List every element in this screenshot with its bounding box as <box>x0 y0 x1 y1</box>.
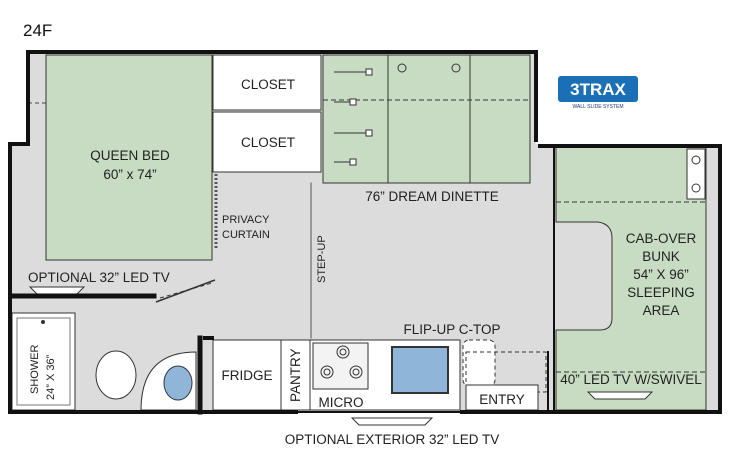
closet-bottom-label: CLOSET <box>241 135 295 150</box>
pantry-label: PANTRY <box>288 348 303 402</box>
labels: CLOSET CLOSET QUEEN BED 60” x 74” 76” DR… <box>28 77 702 447</box>
bunk-light-icon <box>691 155 701 165</box>
step-up-label: STEP-UP <box>316 235 328 283</box>
exterior-tv-label: OPTIONAL EXTERIOR 32” LED TV <box>285 432 500 447</box>
bunk-label-5: AREA <box>643 303 680 318</box>
privacy-curtain <box>155 174 218 303</box>
bathroom <box>11 312 197 411</box>
model-label: 24F <box>23 21 52 40</box>
closet-bottom <box>212 111 322 173</box>
sink-bowl <box>163 365 193 401</box>
shower <box>11 312 76 411</box>
galley <box>212 339 547 411</box>
queen-bed-size-label: 60” x 74” <box>103 167 156 182</box>
seatbelt-icons <box>334 68 373 166</box>
logo-tagline: WALL SLIDE SYSTEM <box>572 104 623 110</box>
dinette-light-icon <box>397 63 407 73</box>
dinette-light-icon <box>451 63 461 73</box>
toilet <box>95 350 137 400</box>
privacy-curtain-label: PRIVACY <box>222 214 270 226</box>
fridge-label: FRIDGE <box>221 368 272 383</box>
closet-top <box>212 54 322 111</box>
entry-label: ENTRY <box>479 392 525 407</box>
kitchen-sink <box>391 346 449 394</box>
shower-drain-icon <box>41 320 45 324</box>
bunk-label-4: SLEEPING <box>627 285 695 300</box>
flip-up-label: FLIP-UP C-TOP <box>403 322 500 337</box>
queen-bed <box>28 54 213 261</box>
swivel-tv-label: 40” LED TV W/SWIVEL <box>560 372 702 387</box>
bunk-light-icon <box>691 183 701 193</box>
fridge <box>212 339 282 411</box>
bunk-label-2: BUNK <box>642 249 680 264</box>
burner-icons <box>320 345 363 379</box>
shower-label: SHOWER <box>29 344 41 394</box>
logo-text: 3TRAX <box>570 80 626 99</box>
walls <box>8 50 722 415</box>
flip-up-countertop <box>462 339 496 387</box>
exterior-tv-mount <box>350 417 434 426</box>
dream-dinette <box>322 54 531 184</box>
dinette-label: 76” DREAM DINETTE <box>365 189 499 204</box>
swivel-tv-icon <box>586 391 654 400</box>
privacy-curtain-label-2: CURTAIN <box>222 229 270 241</box>
cab-over-bunk <box>555 146 707 411</box>
pantry <box>280 339 311 411</box>
bedroom-tv-icon <box>28 286 86 295</box>
micro-label: MICRO <box>319 395 364 410</box>
bunk-label-1: CAB-OVER <box>626 231 697 246</box>
shower-size-label: 24” X 36” <box>45 354 57 400</box>
optional-tv-label: OPTIONAL 32” LED TV <box>28 270 170 285</box>
queen-bed-label: QUEEN BED <box>90 148 170 163</box>
closets <box>212 54 322 173</box>
3trax-logo: 3TRAX WALL SLIDE SYSTEM <box>558 76 638 110</box>
closet-top-label: CLOSET <box>241 77 295 92</box>
bunk-size-label: 54” X 96” <box>633 267 689 282</box>
